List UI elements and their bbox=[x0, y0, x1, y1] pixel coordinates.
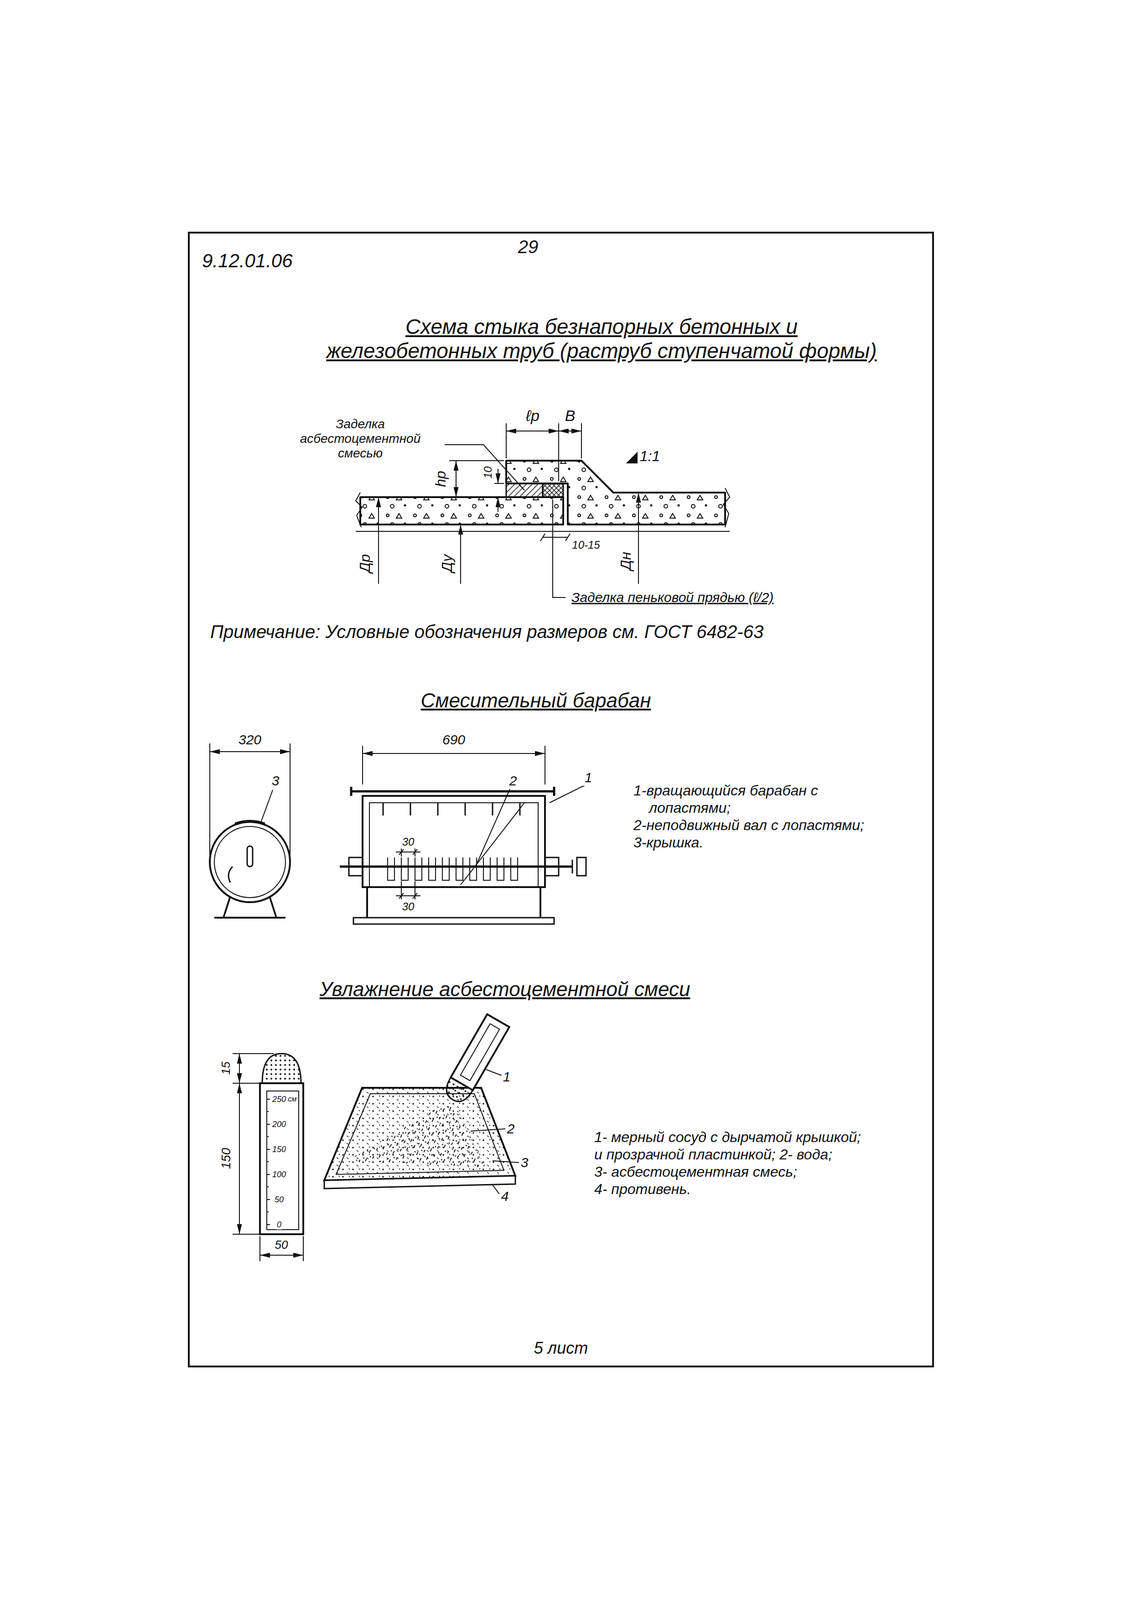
moistening-illustration bbox=[324, 1014, 519, 1194]
scale-unit: см bbox=[287, 1094, 298, 1104]
section-heading: Смесительный барабан bbox=[419, 689, 653, 713]
callout-number: 2 bbox=[505, 1120, 517, 1137]
parts-list-line: 1-вращающийся барабан с bbox=[632, 782, 820, 799]
dimension-label: 10 bbox=[481, 465, 495, 481]
scale-mark: 200 bbox=[271, 1119, 287, 1130]
note-text: Примечание: Условные обозначения размеро… bbox=[208, 621, 765, 643]
page-number: 29 bbox=[516, 236, 540, 258]
callout-note: Заделка пеньковой прядью (ℓ/2) bbox=[570, 589, 775, 606]
callout-number: 4 bbox=[499, 1188, 511, 1205]
mixing-drum-front-view bbox=[339, 745, 587, 924]
parts-list-line: и прозрачной пластинкой; 2- вода; bbox=[592, 1146, 834, 1163]
dimension-label: hр bbox=[432, 469, 450, 489]
sheet-label: 5 лист bbox=[532, 1338, 590, 1358]
callout-number: 1 bbox=[501, 1068, 513, 1085]
scale-mark: 0 bbox=[276, 1219, 282, 1230]
parts-list-line: 3-крышка. bbox=[632, 834, 705, 851]
parts-list-line: лопастями; bbox=[647, 799, 732, 817]
parts-list-line: 2-неподвижный вал с лопастями; bbox=[632, 816, 866, 834]
callout-number: 3 bbox=[519, 1154, 530, 1171]
sheet-code: 9.12.01.06 bbox=[200, 249, 295, 272]
dimension-label: 30 bbox=[400, 835, 416, 849]
callout-number: 3 bbox=[270, 773, 281, 789]
dimension-label: В bbox=[563, 406, 577, 425]
scale-mark: 150 bbox=[271, 1144, 287, 1155]
dimension-label: 50 bbox=[273, 1238, 290, 1252]
dimension-label: 10-15 bbox=[570, 538, 602, 552]
dimension-label: 30 bbox=[400, 900, 416, 914]
dimension-label: ℓр bbox=[524, 406, 541, 425]
dimension-label: Ду bbox=[438, 553, 456, 574]
dimension-label: Дн bbox=[617, 550, 635, 572]
callout-note: Заделка асбестоцементной смесью bbox=[276, 416, 444, 462]
dimension-label: Др bbox=[356, 552, 374, 574]
dimension-label: 320 bbox=[237, 731, 263, 748]
parts-list-line: 1- мерный сосуд с дырчатой крышкой; bbox=[592, 1128, 863, 1146]
measuring-vessel bbox=[232, 1053, 304, 1261]
scale-mark: 50 bbox=[274, 1194, 285, 1205]
callout-number: 2 bbox=[508, 773, 519, 789]
slope-label: 1:1 bbox=[638, 447, 662, 465]
parts-list-line: 4- противень. bbox=[592, 1180, 693, 1198]
section-heading: Увлажнение асбестоцементной смеси bbox=[318, 977, 692, 1002]
scale-mark: 250 bbox=[271, 1094, 287, 1105]
dimension-label: 15 bbox=[219, 1060, 234, 1077]
callout-number: 1 bbox=[583, 769, 594, 786]
sheet-frame bbox=[188, 232, 934, 1367]
drawing-title: Схема стыка безнапорных бетонных и желез… bbox=[303, 314, 900, 364]
dimension-label: 690 bbox=[440, 731, 467, 748]
scale-mark: 100 bbox=[271, 1169, 287, 1180]
pipe-joint-section bbox=[355, 460, 730, 532]
parts-list-line: 3- асбестоцементная смесь; bbox=[592, 1163, 799, 1181]
dimension-label: 150 bbox=[218, 1146, 234, 1171]
mixing-drum-side-view bbox=[209, 743, 291, 918]
